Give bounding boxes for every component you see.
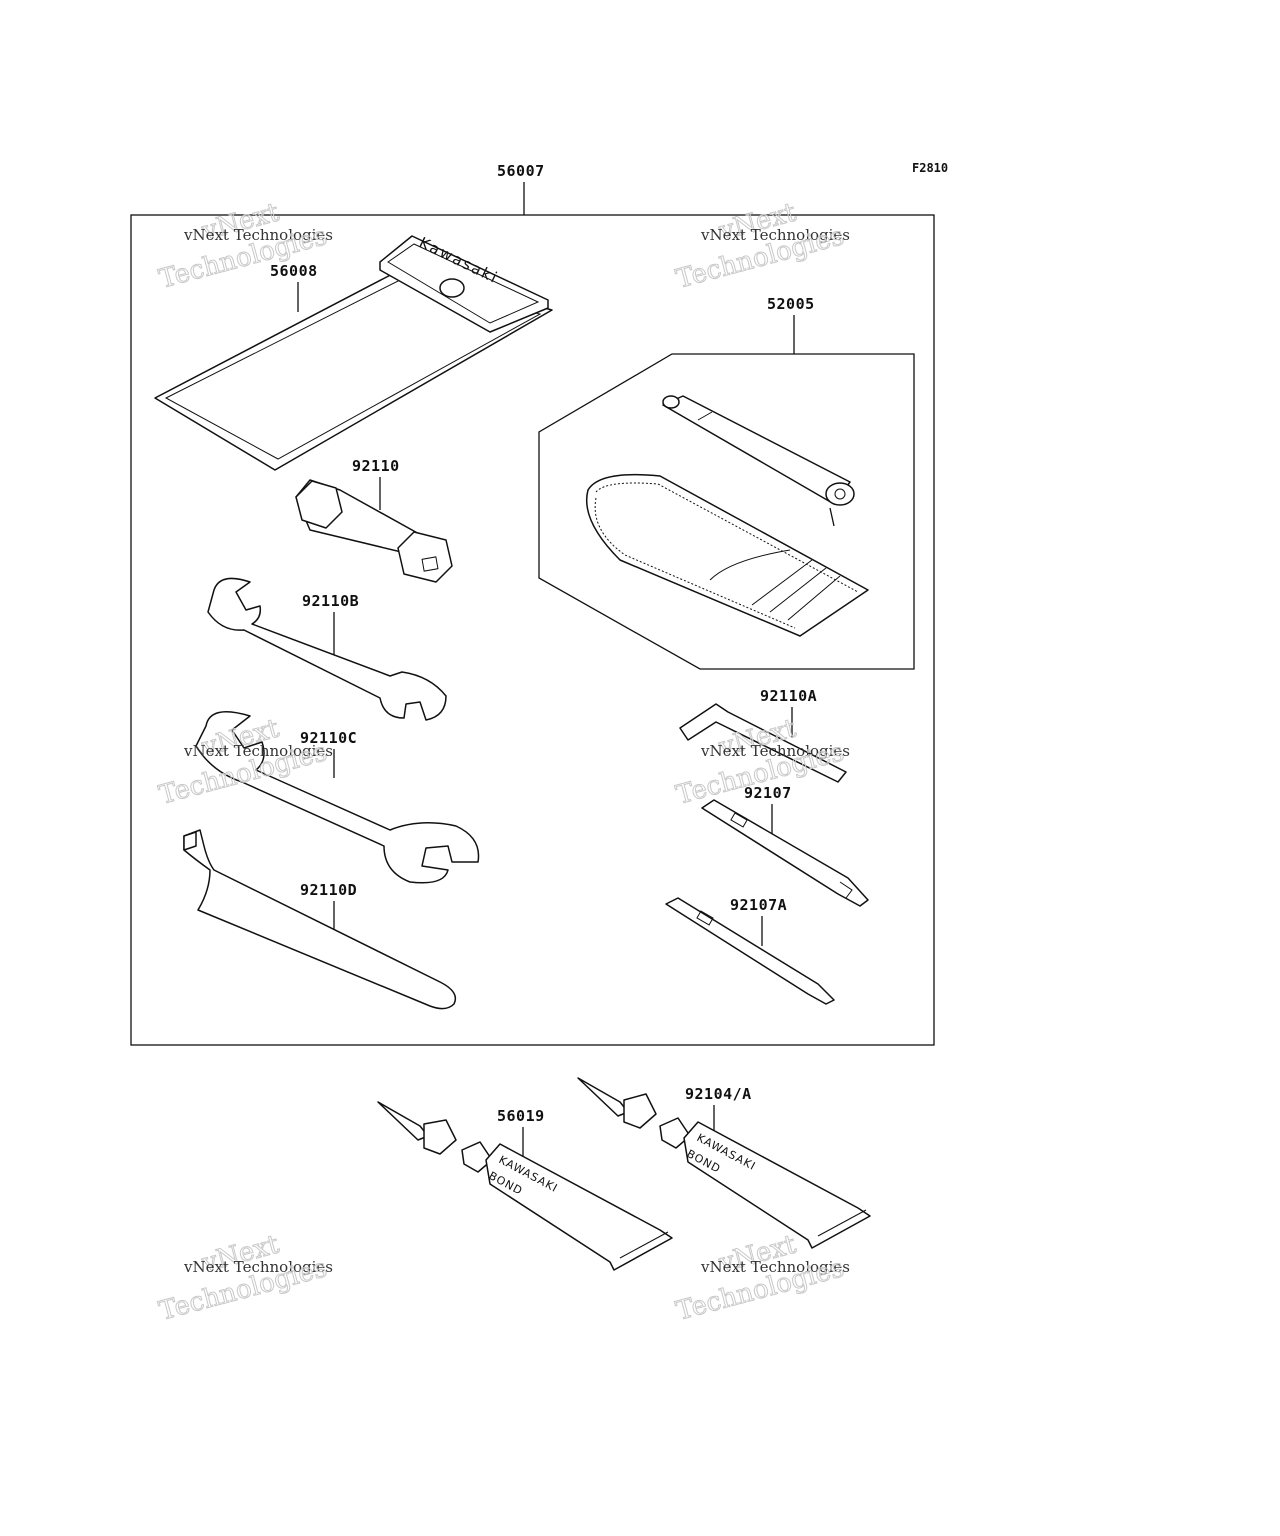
bond-2-neck	[659, 1117, 691, 1149]
spark-plug-wrench[interactable]	[295, 479, 453, 583]
watermark-text: vNext Technologies	[700, 226, 850, 244]
pump-nozzle	[829, 507, 835, 527]
plug-wrench-socket-icon	[421, 556, 439, 572]
wrench-d-hook-tip	[183, 831, 197, 851]
wrench-92110C[interactable]	[195, 711, 480, 884]
watermark-text: vNext Technologies	[700, 1258, 850, 1276]
pump-bag-body	[585, 473, 869, 637]
pump-valve-icon	[825, 482, 855, 506]
bond-1-crimp	[619, 1231, 669, 1259]
label-52005: 52005	[767, 295, 815, 313]
wrench-b-body	[207, 577, 447, 721]
label-92104A: 92104/A	[685, 1085, 752, 1103]
pouch-body	[154, 269, 553, 471]
kit-frame	[130, 214, 935, 1046]
wrench-d-body	[183, 829, 457, 1010]
pump-tube-body	[662, 395, 851, 505]
pump-tube[interactable]	[662, 395, 855, 527]
screwdriver-92107[interactable]	[701, 799, 869, 907]
pouch-snap-icon	[439, 278, 465, 298]
screwdriver-92107A[interactable]	[665, 897, 835, 1005]
pouch-flap	[379, 235, 549, 333]
wrench-c-body	[195, 711, 480, 884]
label-92107: 92107	[744, 784, 792, 802]
bond-2-cap	[623, 1093, 657, 1129]
label-92110C: 92110C	[300, 729, 357, 747]
pump-subframe	[538, 353, 915, 670]
plug-wrench-hex-tip	[397, 531, 453, 583]
hook-wrench-92110D[interactable]	[183, 829, 457, 1010]
screwdriver-tip-icon	[839, 881, 853, 899]
screwdriver-a-notch	[696, 910, 714, 926]
hex-key-body	[679, 703, 847, 783]
label-56019: 56019	[497, 1107, 545, 1125]
watermark-bottom-left: vNext vNext Technologies Technologies	[156, 1229, 333, 1327]
pump-bag-folds	[751, 559, 841, 621]
plug-wrench-hex-end	[295, 480, 343, 529]
figure-code: F2810	[912, 161, 948, 175]
pump-valve-hole	[834, 488, 846, 500]
bond-tube-92104A[interactable]: KAWASAKI BOND	[577, 1077, 871, 1249]
label-92107A: 92107A	[730, 896, 787, 914]
pump-tube-ring	[697, 411, 713, 421]
watermark-text: vNext Technologies	[183, 1258, 333, 1276]
watermark-bottom-right: vNext vNext Technologies Technologies	[673, 1229, 850, 1327]
pouch-inner-edge	[164, 279, 542, 460]
wrench-92110B[interactable]	[207, 577, 447, 721]
watermark-text: vNext Technologies	[183, 226, 333, 244]
label-56008: 56008	[270, 262, 318, 280]
bond-1-cap	[423, 1119, 457, 1155]
label-92110B: 92110B	[302, 592, 359, 610]
bond-2-crimp	[817, 1209, 867, 1237]
bond-tube-56019[interactable]: KAWASAKI BOND	[377, 1101, 673, 1271]
label-92110A: 92110A	[760, 687, 817, 705]
hex-key-92110A[interactable]	[679, 703, 847, 783]
screwdriver-notch	[730, 812, 748, 828]
watermark-text: vNext Technologies	[183, 742, 333, 760]
watermark-text: vNext Technologies	[700, 742, 850, 760]
bond-1-neck	[461, 1141, 493, 1173]
bond-1-nozzle	[377, 1101, 429, 1141]
screwdriver-body	[701, 799, 869, 907]
pump-bag-crease	[709, 549, 791, 581]
pouch-flap-border	[387, 243, 540, 324]
label-92110D: 92110D	[300, 881, 357, 899]
bond-2-nozzle	[577, 1077, 629, 1117]
watermark-top-right: vNext vNext Technologies Technologies	[673, 197, 850, 295]
pump-bag[interactable]	[585, 473, 869, 637]
bond-2-body	[683, 1121, 871, 1249]
watermark-top-left: vNext vNext Technologies Technologies	[156, 197, 333, 295]
kit-part-number: 56007	[497, 162, 545, 180]
label-92110: 92110	[352, 457, 400, 475]
bond-1-body	[485, 1143, 673, 1271]
pump-tube-end	[662, 395, 680, 409]
